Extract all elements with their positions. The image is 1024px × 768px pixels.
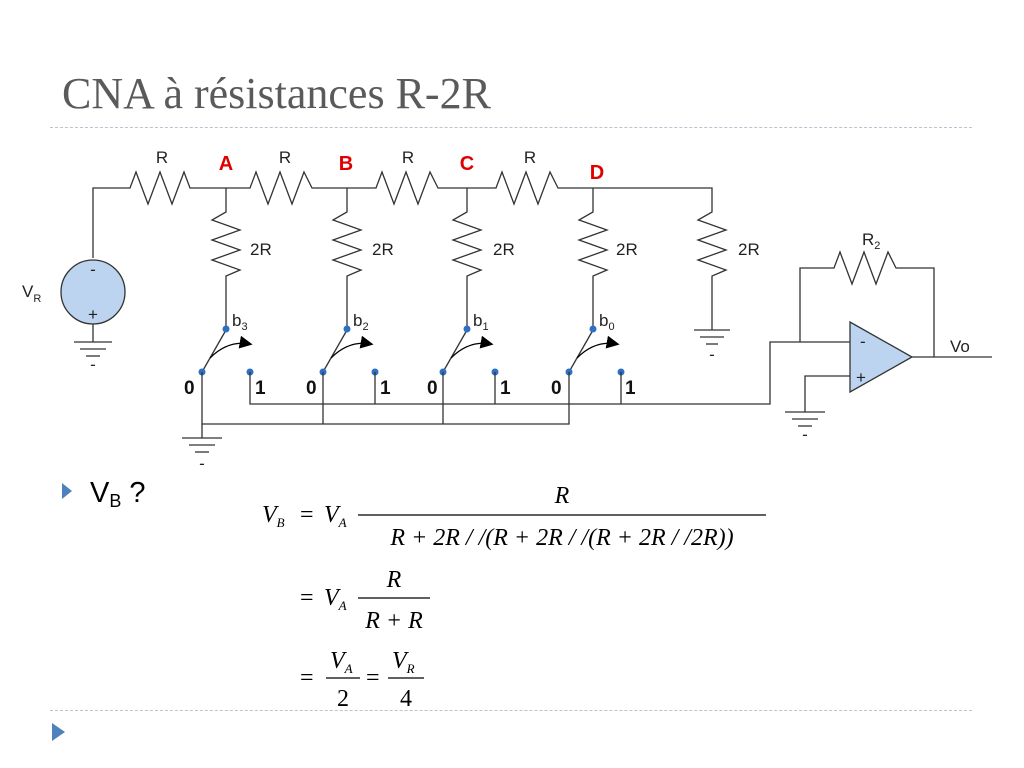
bullet-sub: B <box>109 491 122 511</box>
switch-b0 <box>565 325 625 376</box>
eq1-numerator: R <box>554 483 570 509</box>
eq3-frac2-denominator: 4 <box>400 686 412 712</box>
opamp-plus: + <box>856 368 866 387</box>
label-b1: b1 <box>473 311 489 333</box>
next-slide-arrow-icon[interactable] <box>52 723 65 741</box>
source-ground-minus: - <box>90 355 96 374</box>
switch-b3 <box>198 325 254 376</box>
switch-b2 <box>319 325 379 376</box>
eq3-frac1-numerator: VA <box>330 648 353 676</box>
label-output: Vo <box>950 337 970 356</box>
end-ground-minus: - <box>709 345 715 364</box>
label-2r-a: 2R <box>250 240 272 259</box>
bullet-main: V <box>90 477 110 509</box>
eq3-equals-1: = <box>300 665 314 691</box>
node-b: B <box>339 153 353 175</box>
switch-b3-one: 1 <box>255 378 266 399</box>
slide-title: CNA à résistances R-2R <box>62 69 491 118</box>
footer-divider <box>50 710 972 711</box>
voltage-source <box>60 259 126 357</box>
switch-b2-one: 1 <box>380 378 391 399</box>
label-b0: b0 <box>599 311 615 333</box>
eq2-numerator: R <box>386 567 402 593</box>
bullet-tail: ? <box>121 477 146 509</box>
resistor-2r-a <box>210 188 242 330</box>
title-divider <box>50 127 972 128</box>
label-r-3: R <box>402 148 414 167</box>
switch-b0-zero: 0 <box>551 378 562 399</box>
sum-bus <box>249 341 850 405</box>
label-source: VR <box>22 282 41 305</box>
source-minus: - <box>90 260 96 279</box>
label-feedback: R2 <box>862 230 880 252</box>
eq1-denominator: R + 2R / /(R + 2R / /(R + 2R / /2R)) <box>389 525 733 551</box>
bullet-arrow-icon <box>62 483 72 500</box>
resistor-r-1 <box>122 170 245 206</box>
switch-ground-minus: - <box>199 454 205 473</box>
switch-b1-one: 1 <box>500 378 511 399</box>
eq1-equals: = <box>300 502 314 528</box>
switches <box>198 325 625 376</box>
switch-b1-zero: 0 <box>427 378 438 399</box>
resistor-r2-feedback <box>799 250 935 357</box>
switch-b1 <box>439 325 499 376</box>
eq3-frac1-denominator: 2 <box>337 686 349 712</box>
top-bus <box>92 170 713 258</box>
equation-line-1: VB = VA R R + 2R / /(R + 2R / /(R + 2R /… <box>262 483 766 551</box>
resistor-r-3 <box>370 170 490 206</box>
switch-b3-zero: 0 <box>184 378 195 399</box>
eq3-equals-2: = <box>366 665 380 691</box>
label-2r-d: 2R <box>616 240 638 259</box>
label-2r-c: 2R <box>493 240 515 259</box>
eq2-denominator: R + R <box>364 608 423 634</box>
label-b2: b2 <box>353 311 369 333</box>
opamp-ground-minus: - <box>802 425 808 444</box>
eq2-equals: = <box>300 585 314 611</box>
eq2-factor: VA <box>324 585 347 613</box>
resistor-r-2 <box>245 170 370 206</box>
eq1-factor: VA <box>324 502 347 530</box>
eq1-lhs: VB <box>262 502 285 530</box>
source-plus: + <box>88 305 98 324</box>
resistor-2r-c <box>451 188 483 330</box>
switch-b0-one: 1 <box>625 378 636 399</box>
switch-b2-zero: 0 <box>306 378 317 399</box>
node-d: D <box>590 162 604 184</box>
ground-bus <box>201 372 570 425</box>
resistor-2r-end <box>696 205 728 330</box>
node-c: C <box>460 153 474 175</box>
resistor-2r-d <box>577 188 609 330</box>
opamp-minus: - <box>860 332 866 351</box>
eq3-frac2-numerator: VR <box>392 648 415 676</box>
resistor-2r-b <box>331 188 363 330</box>
op-amp <box>785 250 992 427</box>
node-a: A <box>219 153 233 175</box>
shunt-resistors <box>210 188 730 345</box>
label-r-4: R <box>524 148 536 167</box>
equation-line-3: = VA 2 = VR 4 <box>300 648 424 712</box>
label-b3: b3 <box>232 311 248 333</box>
label-r-2: R <box>279 148 291 167</box>
bullet-question: VB ? <box>62 477 146 512</box>
resistor-r-4 <box>490 170 713 206</box>
equation-line-2: = VA R R + R <box>300 567 430 634</box>
return-buses <box>182 341 850 453</box>
label-2r-end: 2R <box>738 240 760 259</box>
label-2r-b: 2R <box>372 240 394 259</box>
label-r-1: R <box>156 148 168 167</box>
